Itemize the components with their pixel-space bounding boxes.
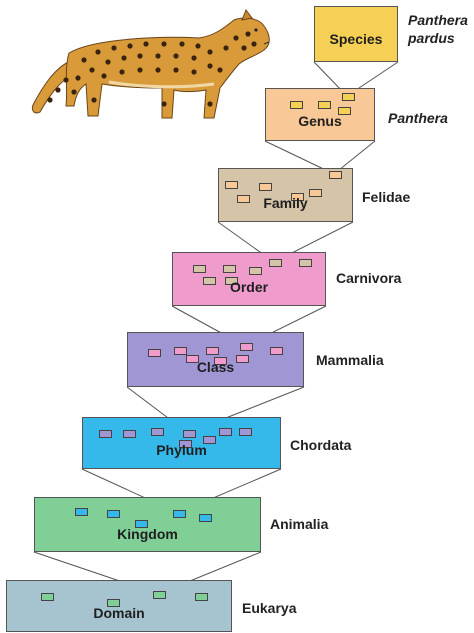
rank-box-class: Class	[127, 332, 304, 387]
member-rect	[99, 430, 112, 438]
member-rect	[269, 259, 282, 267]
leopard-spot	[119, 69, 124, 74]
species-name-line1: Panthera	[408, 12, 468, 28]
member-rect	[342, 93, 355, 101]
leopard-spot	[101, 73, 106, 78]
rank-label-kingdom: Kingdom	[35, 526, 260, 542]
rank-box-phylum: Phylum	[82, 417, 281, 469]
taxon-label-phylum: Chordata	[290, 437, 351, 453]
taxon-label-kingdom: Animalia	[270, 516, 328, 532]
leopard-spot	[155, 53, 160, 58]
member-rect	[259, 183, 272, 191]
member-rect	[199, 514, 212, 522]
taxon-label-class: Mammalia	[316, 352, 384, 368]
leopard-spot	[161, 41, 166, 46]
leopard-spot	[81, 57, 86, 62]
leopard-spot	[207, 101, 212, 106]
leopard-spot	[137, 67, 142, 72]
member-rect	[270, 347, 283, 355]
leopard-spot	[173, 67, 178, 72]
rank-label-family: Family	[219, 195, 352, 211]
leopard-spot	[55, 87, 60, 92]
leopard-spot	[143, 41, 148, 46]
member-rect	[41, 593, 54, 601]
member-rect	[206, 347, 219, 355]
taxon-label-order: Carnivora	[336, 270, 401, 286]
leopard-spot	[105, 59, 110, 64]
rank-label-species: Species	[315, 31, 397, 47]
member-rect	[329, 171, 342, 179]
member-rect	[223, 265, 236, 273]
leopard-body	[32, 10, 269, 118]
taxon-label-family: Felidae	[362, 189, 410, 205]
leopard-spot	[75, 75, 80, 80]
member-rect	[183, 430, 196, 438]
taxon-label-domain: Eukarya	[242, 600, 296, 616]
leopard-spot	[137, 53, 142, 58]
rank-label-genus: Genus	[266, 113, 374, 129]
leopard-spot	[121, 55, 126, 60]
leopard-spot	[127, 43, 132, 48]
member-rect	[75, 508, 88, 516]
member-rect	[299, 259, 312, 267]
leopard-spot	[241, 45, 246, 50]
rank-label-phylum: Phylum	[83, 442, 280, 458]
leopard-spot	[95, 49, 100, 54]
leopard-spot	[191, 55, 196, 60]
member-rect	[123, 430, 136, 438]
leopard-spot	[47, 97, 52, 102]
member-rect	[239, 428, 252, 436]
leopard-spot	[251, 41, 256, 46]
member-rect	[107, 510, 120, 518]
rank-label-domain: Domain	[7, 605, 231, 621]
rank-label-order: Order	[173, 279, 325, 295]
rank-box-kingdom: Kingdom	[34, 497, 261, 552]
member-rect	[153, 591, 166, 599]
member-rect	[193, 265, 206, 273]
leopard-spot	[161, 101, 166, 106]
member-rect	[249, 267, 262, 275]
leopard-spot	[207, 49, 212, 54]
member-rect	[219, 428, 232, 436]
leopard-spot	[111, 45, 116, 50]
rank-box-species: Species	[314, 6, 398, 62]
member-rect	[151, 428, 164, 436]
leopard-spot	[233, 35, 238, 40]
rank-label-class: Class	[128, 359, 303, 375]
leopard-spot	[71, 89, 76, 94]
member-rect	[290, 101, 303, 109]
rank-box-domain: Domain	[6, 580, 232, 632]
rank-box-family: Family	[218, 168, 353, 222]
leopard-spot	[155, 67, 160, 72]
member-rect	[240, 343, 253, 351]
leopard-spot	[63, 77, 68, 82]
leopard-spot	[173, 53, 178, 58]
member-rect	[225, 181, 238, 189]
leopard-spot	[245, 31, 250, 36]
rank-box-order: Order	[172, 252, 326, 306]
leopard-illustration	[14, 8, 284, 128]
leopard-spot	[195, 43, 200, 48]
leopard-spot	[207, 63, 212, 68]
leopard-spot	[191, 69, 196, 74]
member-rect	[174, 347, 187, 355]
leopard-spot	[223, 45, 228, 50]
member-rect	[148, 349, 161, 357]
species-name-line2: pardus	[408, 30, 455, 46]
member-rect	[173, 510, 186, 518]
leopard-spot	[89, 67, 94, 72]
leopard-spot	[91, 97, 96, 102]
member-rect	[318, 101, 331, 109]
taxon-label-genus: Panthera	[388, 110, 448, 126]
member-rect	[195, 593, 208, 601]
leopard-spot	[179, 41, 184, 46]
rank-box-genus: Genus	[265, 88, 375, 141]
leopard-spot	[217, 67, 222, 72]
